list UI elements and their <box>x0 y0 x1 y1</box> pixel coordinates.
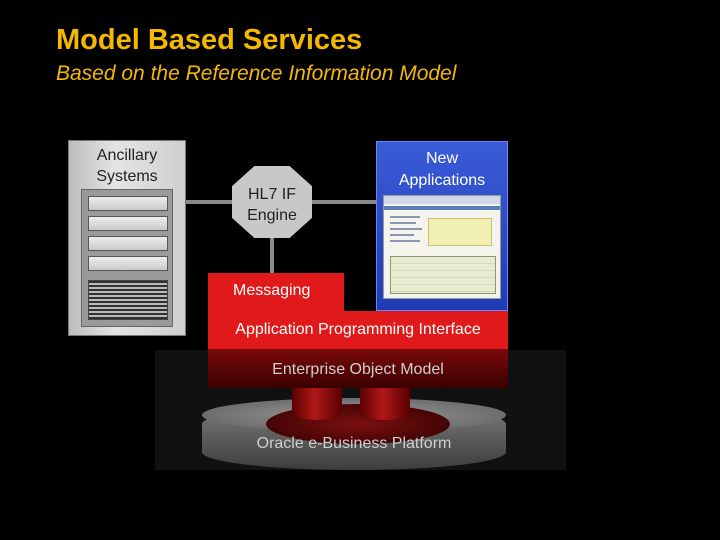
slide-title: Model Based Services <box>56 24 363 56</box>
api-layer: Application Programming Interface <box>208 311 508 349</box>
hl7-engine-octagon-icon <box>232 166 312 238</box>
connector-hl7-newapp <box>312 200 376 204</box>
connector-hl7-messaging <box>270 238 274 274</box>
app-screenshot-thumbnail <box>383 195 501 299</box>
hl7-engine-label: HL7 IF Engine <box>247 186 297 224</box>
server-vents <box>88 280 168 320</box>
messaging-layer: Messaging <box>208 273 344 311</box>
enterprise-object-model-layer: Enterprise Object Model <box>208 349 508 388</box>
pillar-cylinder-icon <box>360 386 410 420</box>
ancillary-systems-server-icon: Ancillary Systems <box>68 140 186 336</box>
drive-bay <box>88 196 168 211</box>
drive-bay <box>88 236 168 251</box>
connector-server-hl7 <box>186 200 234 204</box>
new-applications-panel: New Applications <box>376 141 508 311</box>
ancillary-systems-label: Ancillary Systems <box>96 147 158 185</box>
new-applications-label: New Applications <box>398 150 486 189</box>
platform-label: Oracle e-Business Platform <box>256 435 452 452</box>
drive-bay <box>88 256 168 271</box>
server-front-panel <box>81 189 173 327</box>
drive-bay <box>88 216 168 231</box>
slide-subtitle: Based on the Reference Information Model <box>56 62 457 85</box>
pillar-cylinder-icon <box>292 386 342 420</box>
